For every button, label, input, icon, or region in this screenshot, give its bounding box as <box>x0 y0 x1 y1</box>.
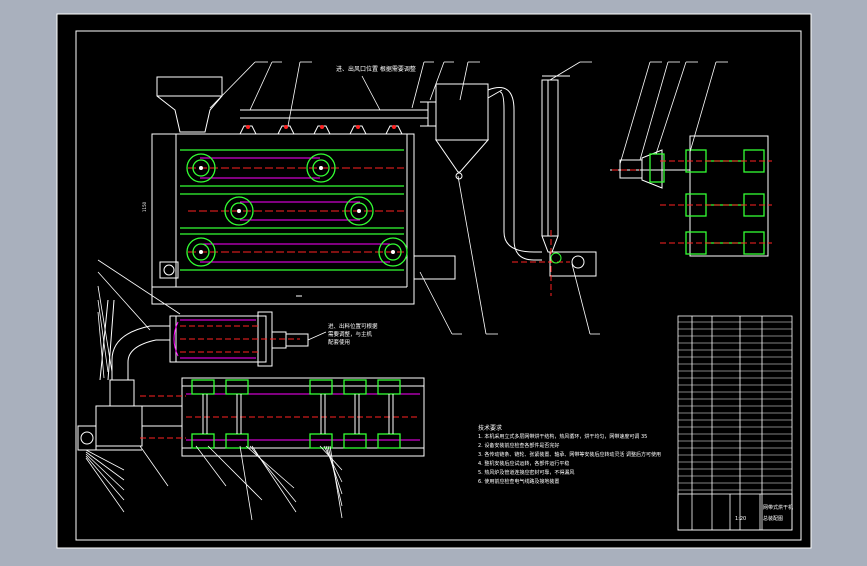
plan-centerlines <box>140 395 420 439</box>
belt-red-centerlines <box>188 167 404 253</box>
mesh-belts <box>180 149 404 271</box>
dryer-body-view <box>151 76 456 305</box>
note-air-inlet: 进、出风口位置 根据需要调整 <box>336 65 416 73</box>
tech-line-4: 4. 整机安装后应试运转，各部件运行平稳 <box>478 460 569 467</box>
tech-line-2: 2. 设备安装前应检查各部件是否完好 <box>478 442 559 449</box>
belt-inner-lines <box>200 157 390 263</box>
note-leader <box>307 331 327 341</box>
title-block <box>677 493 793 531</box>
top-fans <box>239 125 403 135</box>
tech-title: 技术要求 <box>478 424 502 432</box>
drive-motor-small <box>159 261 179 279</box>
blower-wheel <box>550 252 562 264</box>
leader-lines <box>85 61 728 521</box>
note-side-line1: 进、出料位置可根据 <box>328 322 378 330</box>
drawing-name: 网带式烘干机 <box>763 504 793 511</box>
tech-line-1: 1. 本机采用立式多层网带烘干结构，热风循环，烘干均匀，网带速度可调 35 <box>478 433 647 440</box>
plan-shafts <box>202 394 394 434</box>
dimension-label: 1150 <box>142 201 147 212</box>
parts-list-rows <box>678 321 792 491</box>
tech-line-3: 3. 各传动链条、链轮、张紧装置、轴承、网带等安装后应转动灵活 调整后方可使用 <box>478 451 661 458</box>
drawing-sheet <box>56 13 812 549</box>
drawing-border <box>75 30 802 541</box>
heater-coils <box>180 325 300 353</box>
note-side-line2: 需要调整，与主机 <box>328 330 373 338</box>
belt-rollers <box>186 153 408 267</box>
heater-magenta <box>173 319 256 359</box>
note-side-line3: 配套使用 <box>328 338 350 346</box>
discharge-chute <box>413 255 456 280</box>
roller-hubs <box>199 166 395 254</box>
feed-hopper <box>156 76 223 133</box>
tech-line-5: 5. 热风炉及管道连接应密封可靠，不得漏风 <box>478 469 574 476</box>
tech-line-6: 6. 使用前应检查电气线路及接地装置 <box>478 478 559 485</box>
fan-red-dots <box>246 125 396 129</box>
furnace-view <box>77 299 182 451</box>
drawing-scale: 1:20 <box>735 516 746 522</box>
cyclone-separator <box>435 83 542 261</box>
drawing-sheet-title: 总装配图 <box>763 515 783 522</box>
shaft-centerlines <box>612 160 772 244</box>
